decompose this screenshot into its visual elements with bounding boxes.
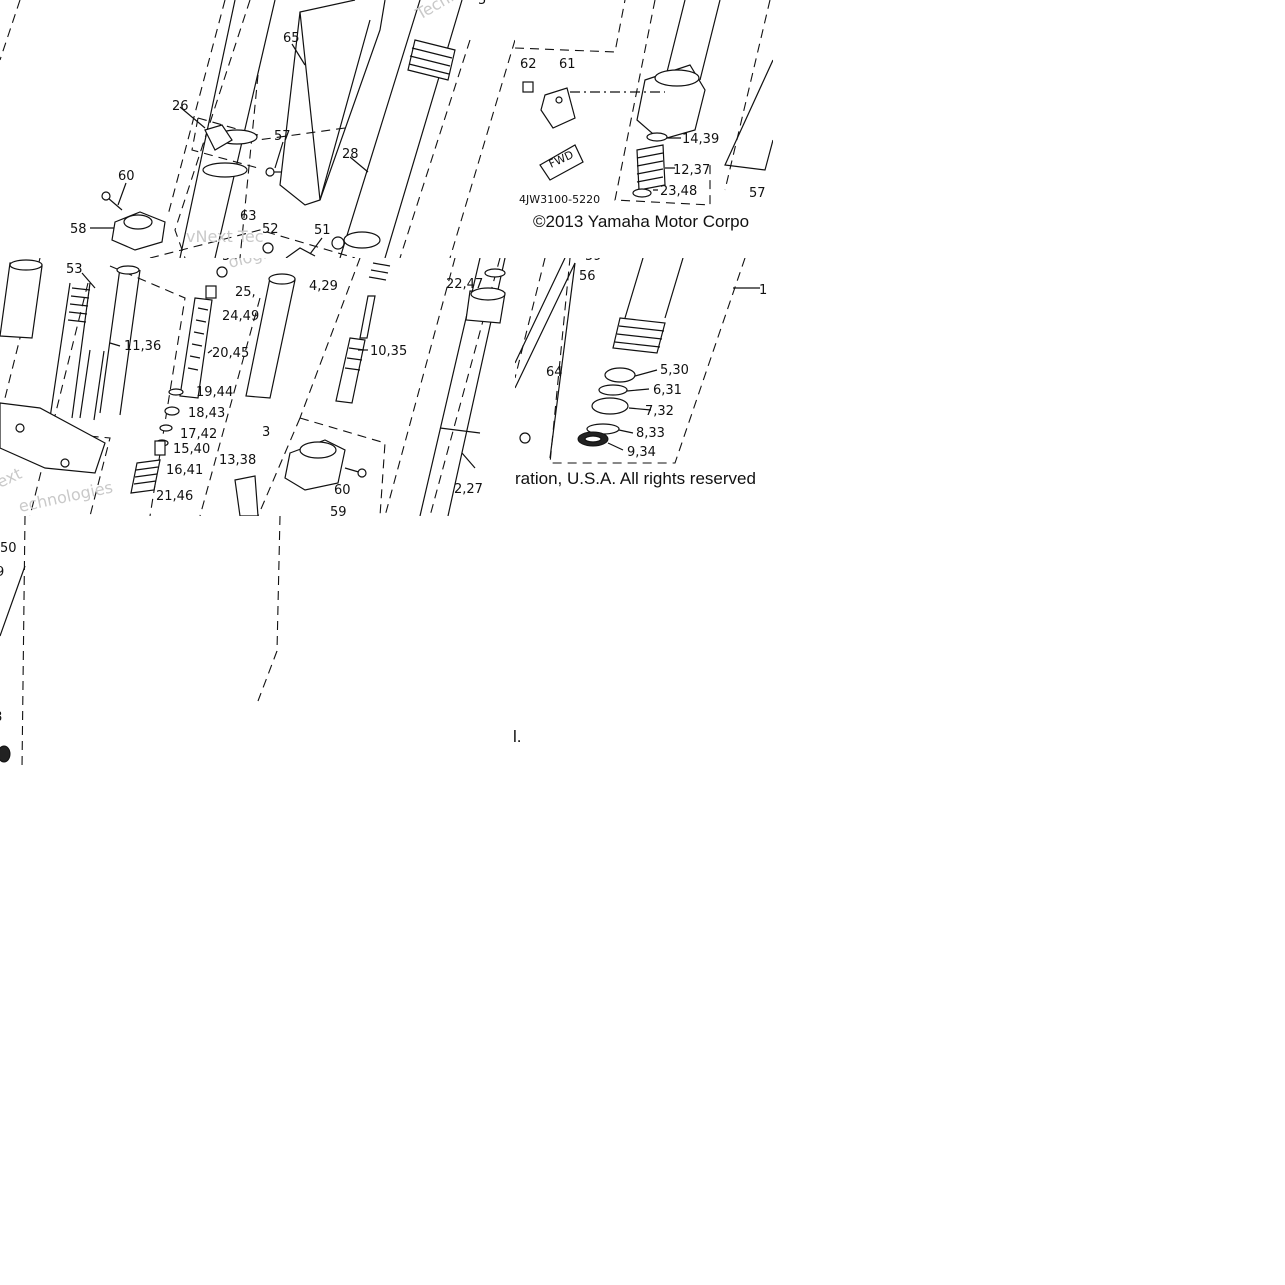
svg-text:59: 59: [585, 258, 602, 264]
callout-4-29: 4,29: [309, 279, 338, 294]
callout-52: 52: [262, 222, 279, 237]
callout-18-43: 18,43: [188, 406, 225, 421]
callout-2-27: 2,27: [454, 482, 483, 497]
watermark-fragment: vNext Tec: [186, 227, 264, 246]
callout-26: 26: [172, 99, 189, 114]
callout-65: 65: [283, 31, 300, 46]
callout-1: 1: [759, 283, 767, 298]
callout-11-36: 11,36: [124, 339, 161, 354]
callout-20-45: 20,45: [212, 346, 249, 361]
callout-51: 51: [314, 223, 331, 238]
callout-15-40: 15,40: [173, 442, 210, 457]
callout-57-right: 57: [749, 186, 766, 201]
watermark-fragment: ologies: [226, 258, 286, 272]
callout-22-47: 22,47: [446, 277, 483, 292]
callout-64: 64: [546, 365, 563, 380]
callout-19-44: 19,44: [196, 385, 233, 400]
callout-13-38: 13,38: [219, 453, 256, 468]
callout-63: 63: [240, 209, 257, 224]
diagram-tile-top-right: FWD 62 61 14,39 12,37 23,48 57 4JW3100-5…: [515, 0, 773, 258]
copyright-bottom: ration, U.S.A. All rights reserved: [515, 469, 756, 488]
callout-9-34: 9,34: [627, 445, 656, 460]
callout-16-41: 16,41: [166, 463, 203, 478]
callout-5-30: 5,30: [660, 363, 689, 378]
callout-17-42: 17,42: [180, 427, 217, 442]
callout-57: 57: [274, 129, 291, 144]
callout-3: 3: [262, 425, 270, 440]
callout-62: 62: [520, 57, 537, 72]
callout-60-lower: 60: [334, 483, 351, 498]
callout-8: 8: [0, 710, 2, 725]
callout-58: 58: [70, 222, 87, 237]
callout-25: 25,: [235, 285, 256, 300]
callout-12-37: 12,37: [673, 163, 710, 178]
callout-50: 50: [0, 541, 17, 556]
watermark-fragment: echnologies: [17, 477, 115, 515]
diagram-tile-middle-left: 55 53 54 25, 24,49 4,29 11,36 20,45 19,4…: [0, 258, 515, 516]
watermark-fragment: Techn: [412, 0, 462, 24]
diagram-tile-bottom-left: 50 9 8: [0, 516, 30, 768]
watermark-fragment: ext: [0, 464, 25, 492]
callout-53: 53: [66, 262, 83, 277]
bottom-text-fragment: l.: [513, 727, 522, 746]
callout-21-46: 21,46: [156, 489, 193, 504]
svg-text:5: 5: [478, 0, 486, 8]
callout-61: 61: [559, 57, 576, 72]
callout-8-33: 8,33: [636, 426, 665, 441]
callout-6-31: 6,31: [653, 383, 682, 398]
callout-14-39: 14,39: [682, 132, 719, 147]
callout-23-48: 23,48: [660, 184, 697, 199]
callout-59: 59: [330, 505, 347, 516]
diagram-tile-bottom-right: l.: [510, 725, 540, 747]
diagram-tile-bottom-middle: [255, 516, 285, 706]
diagram-tile-top-left: 65 26 57 28 60 58 52 51 63 Techn vNext T…: [0, 0, 515, 258]
callout-9: 9: [0, 565, 4, 580]
callout-60: 60: [118, 169, 135, 184]
copyright-top: ©2013 Yamaha Motor Corpo: [533, 212, 749, 231]
callout-54: 54: [222, 258, 239, 264]
part-number: 4JW3100-5220: [519, 193, 600, 206]
diagram-tile-middle-right: 56 59 64 5,30 6,31 7,32 8,33 9,34 1 rati…: [515, 258, 773, 516]
callout-10-35: 10,35: [370, 344, 407, 359]
callout-24-49: 24,49: [222, 309, 259, 324]
callout-28: 28: [342, 147, 359, 162]
callout-7-32: 7,32: [645, 404, 674, 419]
callout-56: 56: [579, 269, 596, 284]
